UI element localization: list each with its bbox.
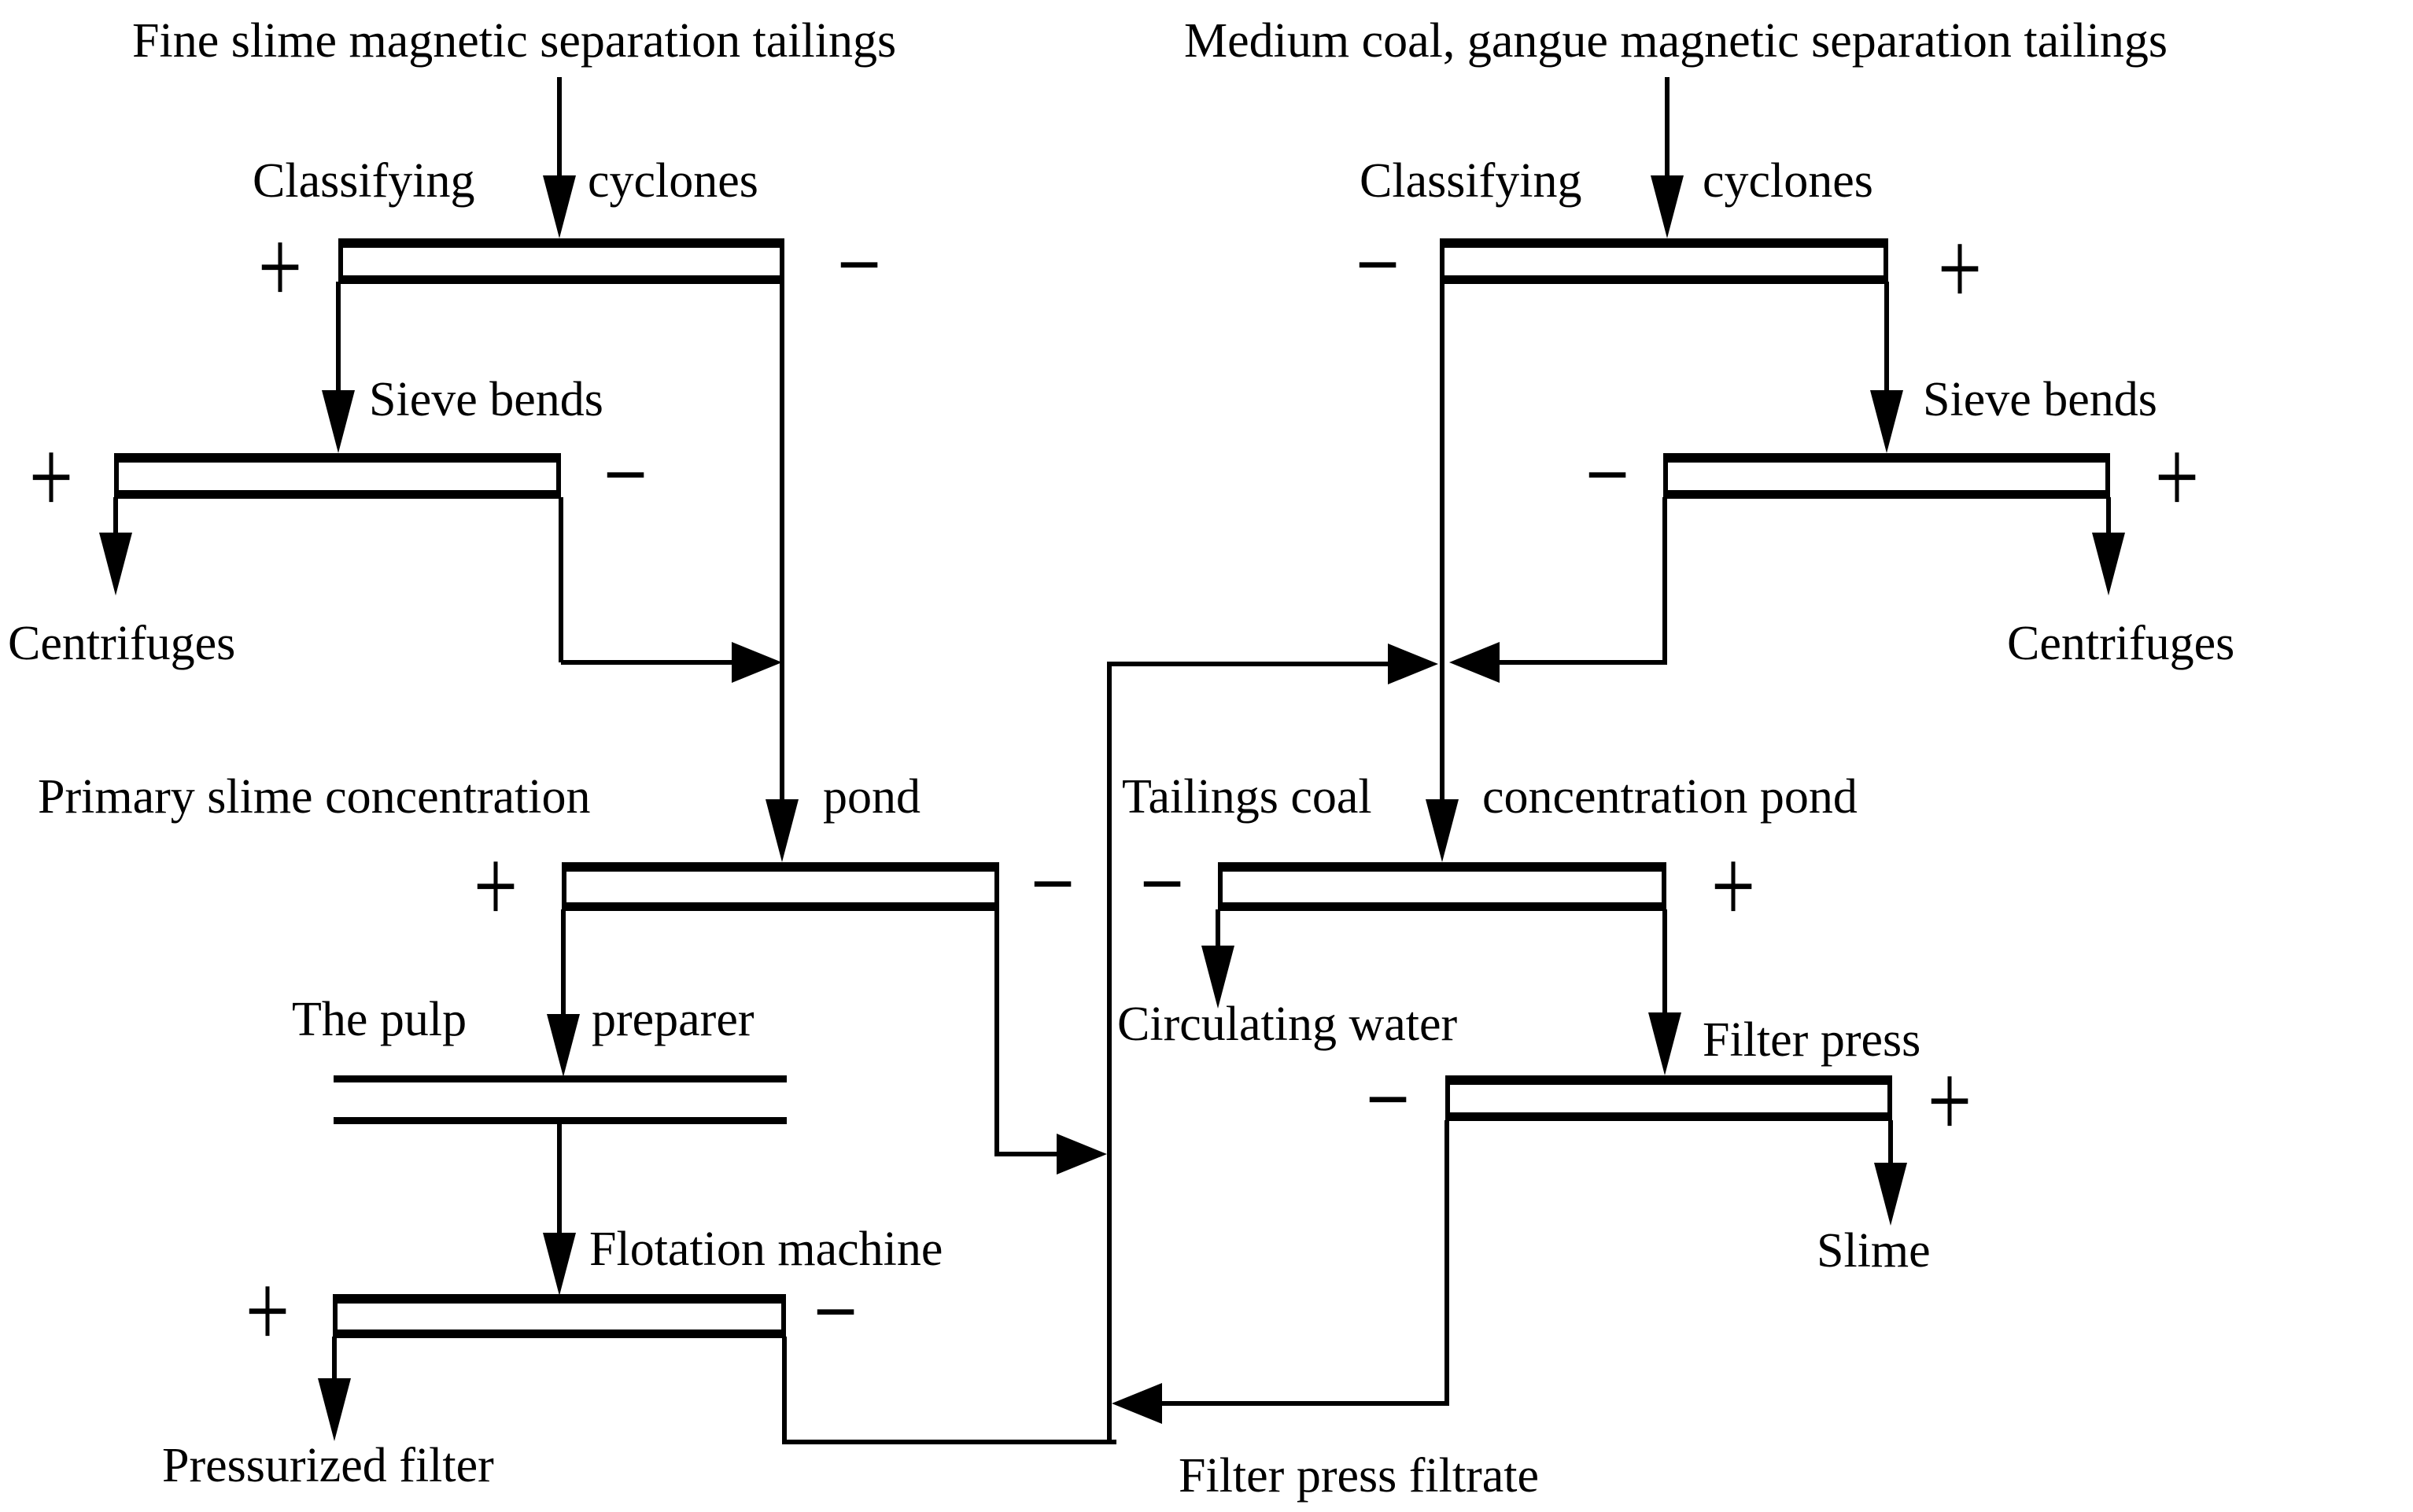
plus-sign: + [473, 827, 518, 946]
flow-line [782, 1440, 1116, 1444]
label-circulating-water: Circulating water [1117, 998, 1458, 1051]
flow-line [1665, 77, 1670, 179]
flow-line [1444, 1120, 1449, 1406]
flow-line [1440, 282, 1444, 802]
minus-sign: − [813, 1252, 858, 1371]
pulp-preparer-plate [334, 1117, 787, 1124]
flow-line [113, 497, 118, 537]
flow-line [561, 660, 736, 665]
flow-line [557, 77, 562, 179]
plus-sign: + [2154, 418, 2200, 537]
label-centrifuges-right: Centrifuges [2007, 617, 2235, 670]
label-tailings-pond-2: concentration pond [1482, 770, 1858, 824]
unit-bar-filter-press [1445, 1075, 1892, 1121]
minus-sign: − [1139, 824, 1185, 943]
flow-line [994, 1152, 1059, 1156]
label-sieve-bends-right: Sieve bends [1923, 373, 2157, 426]
unit-bar-tailings-pond [1218, 862, 1666, 911]
minus-sign: − [836, 205, 882, 324]
flow-line [1662, 497, 1667, 665]
plus-sign: + [257, 208, 303, 326]
flow-line [1662, 909, 1667, 1016]
label-tailings-pond: Tailings coal [1122, 770, 1372, 824]
unit-bar-classifying-cyclones-right [1440, 238, 1888, 284]
label-flotation-machine: Flotation machine [589, 1223, 943, 1276]
flow-line [1884, 282, 1889, 392]
arrow-down-icon [543, 175, 576, 238]
arrow-down-icon [547, 1014, 580, 1077]
flow-line [1157, 1401, 1449, 1406]
unit-bar-sieve-bends-left [114, 453, 561, 499]
label-sieve-bends-left: Sieve bends [369, 373, 603, 426]
arrow-right-icon [1388, 644, 1438, 684]
minus-sign: − [603, 415, 648, 534]
flow-line [1107, 662, 1392, 666]
arrow-down-icon [1651, 175, 1684, 238]
flow-line [780, 282, 784, 802]
minus-sign: − [1355, 205, 1400, 324]
label-classifying-cyclones-left: Classifying [253, 154, 475, 208]
label-primary-pond: Primary slime concentration [38, 770, 591, 824]
flow-line [1216, 909, 1220, 950]
arrow-down-icon [1874, 1163, 1907, 1226]
arrow-right-icon [1057, 1134, 1107, 1175]
unit-bar-sieve-bends-right [1663, 453, 2110, 499]
minus-sign: − [1365, 1040, 1411, 1159]
flow-line [1888, 1120, 1893, 1166]
minus-sign: − [1030, 824, 1076, 943]
plus-sign: + [1937, 209, 1983, 328]
unit-bar-flotation-machine [333, 1294, 786, 1338]
arrow-down-icon [2092, 533, 2125, 596]
pulp-preparer-plate [334, 1075, 787, 1082]
label-slime: Slime [1817, 1224, 1931, 1278]
arrow-down-icon [1201, 946, 1234, 1009]
label-pressurized-filter: Pressurized filter [162, 1439, 494, 1492]
arrow-down-icon [322, 390, 355, 453]
arrow-down-icon [99, 533, 132, 596]
arrow-down-icon [318, 1378, 351, 1441]
label-filter-press-filtrate: Filter press filtrate [1179, 1449, 1539, 1503]
flow-line [559, 497, 563, 662]
flow-line [994, 909, 999, 1156]
flow-line [557, 1124, 562, 1234]
arrow-left-icon [1112, 1383, 1162, 1424]
arrow-down-icon [1648, 1012, 1681, 1075]
unit-bar-classifying-cyclones-left [338, 238, 784, 284]
plus-sign: + [245, 1252, 290, 1370]
arrow-left-icon [1449, 642, 1500, 683]
plus-sign: + [28, 418, 74, 537]
flow-line [782, 1337, 787, 1444]
arrow-down-icon [766, 799, 799, 862]
label-centrifuges-left: Centrifuges [8, 617, 236, 670]
flow-line [332, 1337, 337, 1382]
flow-line [336, 282, 341, 392]
flow-line [1495, 660, 1665, 665]
label-feed-left: Fine slime magnetic separation tailings [132, 14, 897, 68]
label-primary-pond-2: pond [823, 770, 921, 824]
label-filter-press: Filter press [1703, 1013, 1921, 1067]
flow-line [561, 909, 566, 1016]
label-pulp-preparer: The pulp [292, 993, 467, 1046]
arrow-down-icon [543, 1233, 576, 1296]
label-feed-right: Medium coal, gangue magnetic separation … [1184, 14, 2168, 68]
flow-line-central-collector [1107, 662, 1112, 1444]
flow-line [2106, 497, 2111, 537]
arrow-down-icon [1870, 390, 1903, 453]
arrow-down-icon [1426, 799, 1459, 862]
plus-sign: + [1710, 827, 1756, 946]
label-pulp-preparer-2: preparer [592, 993, 755, 1046]
minus-sign: − [1585, 415, 1630, 534]
label-classifying-cyclones-right-2: cyclones [1703, 154, 1873, 208]
plus-sign: + [1927, 1042, 1972, 1160]
arrow-right-icon [732, 642, 782, 683]
unit-bar-primary-pond [562, 862, 999, 911]
label-classifying-cyclones-left-2: cyclones [588, 154, 758, 208]
label-classifying-cyclones-right: Classifying [1360, 154, 1582, 208]
